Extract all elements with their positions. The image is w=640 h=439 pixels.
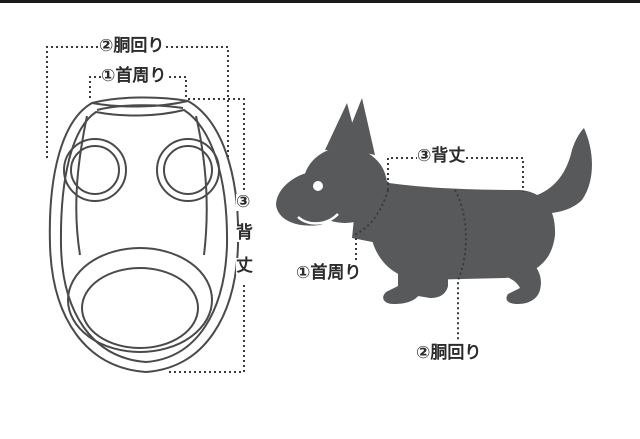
garment-seam-left	[75, 115, 88, 256]
dog-silhouette	[276, 98, 592, 304]
garment-bottom-opening-outer	[67, 247, 213, 353]
dog-leg-front-far	[418, 268, 448, 298]
garment-outline	[48, 99, 240, 374]
dog-leg-hind	[490, 250, 541, 304]
dog-snout	[276, 172, 345, 226]
dog-back-length-line	[387, 157, 524, 192]
label-neck-girth-dog: ①首周り	[296, 263, 362, 283]
label-torso-girth-dog: ②胴回り	[416, 343, 482, 363]
label-back-length-garment-char1: 背	[236, 223, 253, 243]
label-back-length-garment-char2: 丈	[236, 256, 253, 276]
garment-leg-hole-left-inner	[70, 145, 120, 195]
garment-collar	[91, 96, 189, 104]
label-back-length-garment-number: ③	[236, 192, 251, 212]
dog-tail	[528, 128, 592, 214]
label-torso-girth-garment: ②胴回り	[99, 36, 165, 56]
back-length-bracket	[188, 98, 245, 190]
dog-neck-girth-line	[355, 189, 389, 262]
garment-leg-hole-left-outer	[63, 138, 127, 202]
garment-inner-outline	[59, 108, 229, 364]
dog-dimension-lines	[355, 157, 524, 342]
garment-seam-right	[195, 115, 208, 256]
garment-collar-inner	[96, 104, 184, 111]
back-length-bracket-lower	[168, 285, 245, 373]
dog-mouth	[297, 213, 339, 225]
label-back-length-dog: ③背丈	[417, 146, 466, 166]
garment-leg-hole-right-inner	[163, 145, 213, 195]
garment-bottom-opening-inner	[81, 267, 199, 349]
garment-leg-hole-right-outer	[156, 138, 220, 202]
top-border	[0, 0, 640, 3]
dog-torso-girth-line	[454, 189, 467, 342]
label-neck-girth-garment: ①首周り	[101, 66, 167, 86]
dog-eye	[313, 181, 323, 191]
dog-ear-front	[342, 98, 375, 155]
garment-drawing	[48, 96, 240, 374]
neck-girth-bracket	[89, 76, 187, 98]
